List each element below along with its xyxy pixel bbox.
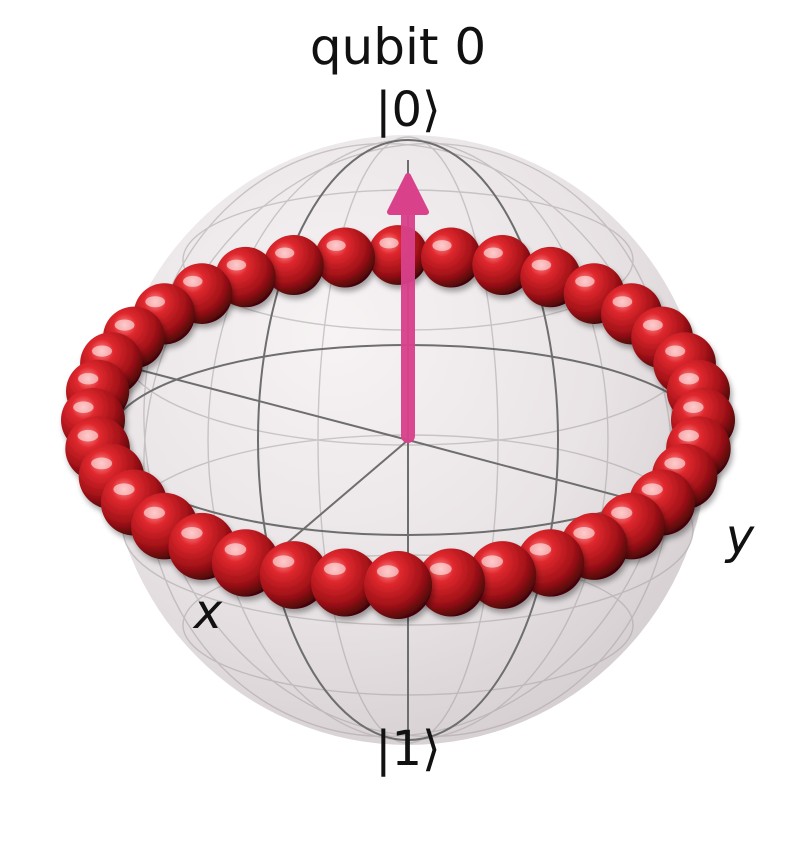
bead-icon [472,235,533,295]
bead-ring-front [61,388,735,619]
bead-icon [259,541,328,609]
bead-icon [468,541,537,609]
x-axis-label: x [192,584,223,640]
bead-icon [417,548,485,617]
ket-one-label: |1⟩ [375,721,440,777]
y-axis-label: y [724,509,755,565]
x-axis-back [139,369,409,441]
bead-icon [364,551,432,619]
bead-icon [263,235,324,295]
plot-title: qubit 0 [310,18,486,76]
bloch-vector [387,173,429,443]
ket-zero-label: |0⟩ [375,82,440,138]
bead-icon [421,227,481,288]
bead-icon [311,548,379,617]
bloch-vector-head-icon [387,173,429,215]
bead-icon [315,227,375,288]
bead-icon [368,225,428,285]
